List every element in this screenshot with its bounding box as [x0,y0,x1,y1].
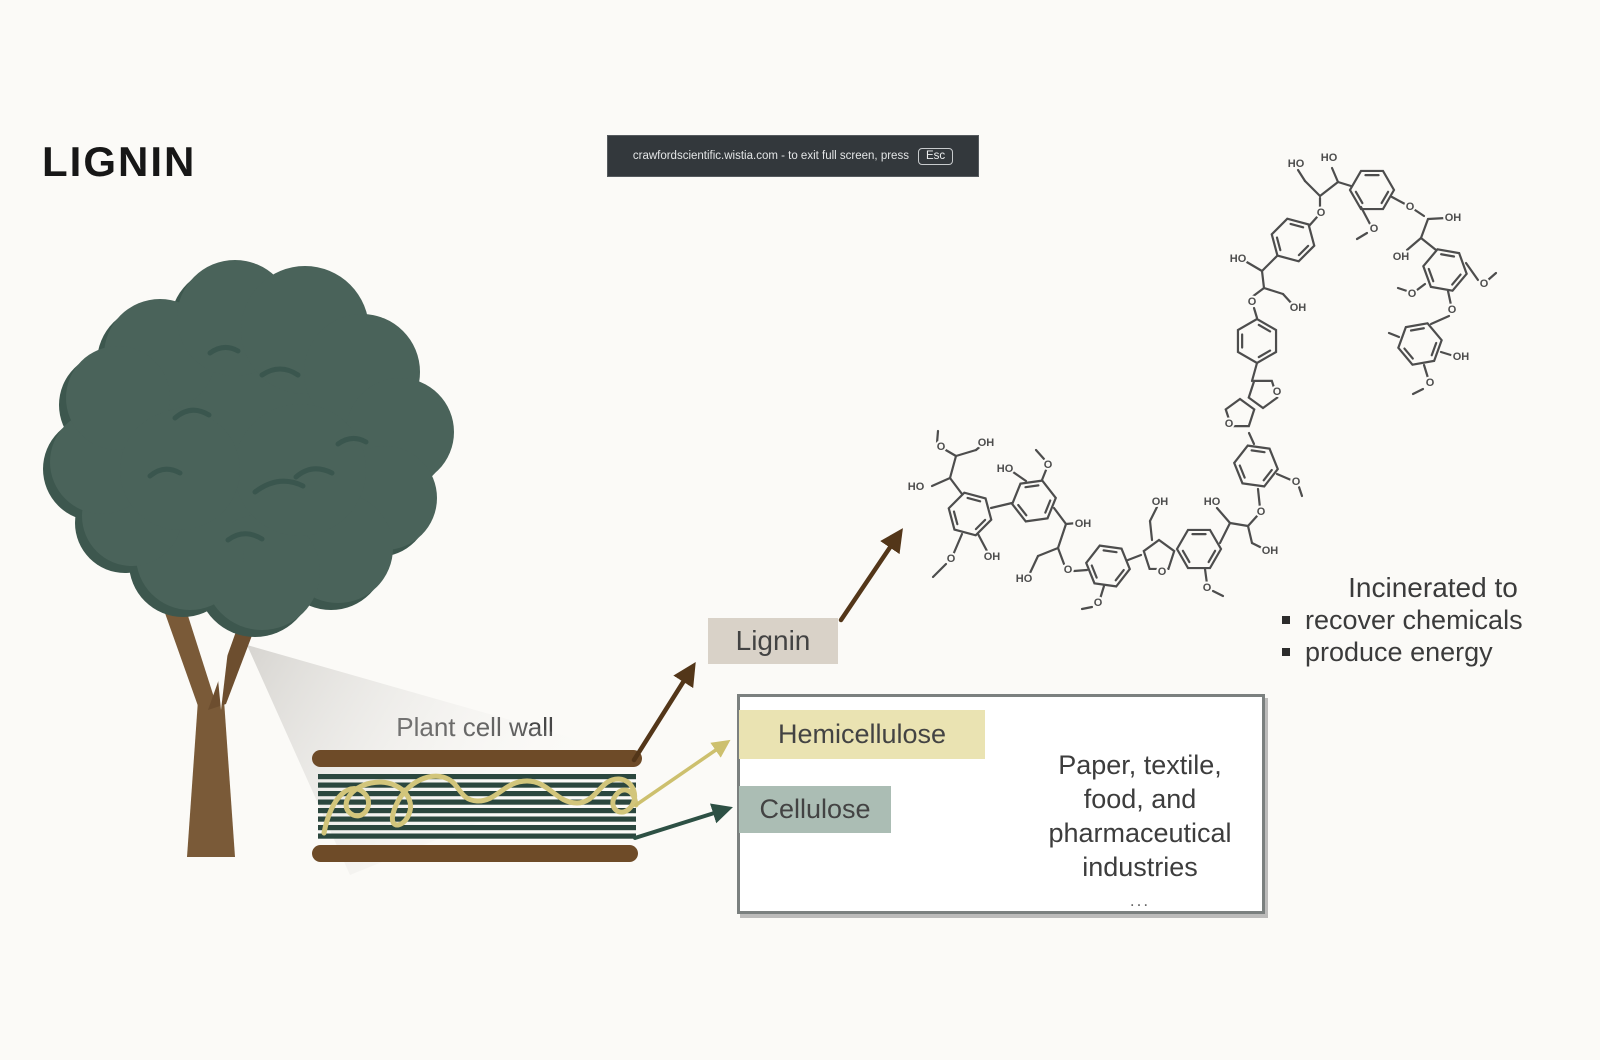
industries-line: Paper, textile, [1058,750,1222,780]
molecule-atom-label: OH [1445,212,1462,224]
tree-foliage-shadow [43,267,447,637]
arrow-wall-to-lignin [631,662,696,763]
molecule-atom-label: HO [997,463,1014,475]
molecule-atom-label: O [1426,377,1435,389]
molecule-atom-label: O [1044,459,1053,471]
esc-key-hint: Esc [917,147,954,165]
industries-text: Paper, textile, food, and pharmaceutical… [1000,748,1280,910]
fullscreen-notice-bar: crawfordscientific.wistia.com - to exit … [607,135,979,177]
molecule-atom-label: O [1225,418,1234,430]
incinerated-bullet-row: produce energy [1262,636,1568,668]
molecule-atom-label: HO [1321,152,1338,164]
industries-line: pharmaceutical [1048,818,1232,848]
arrow-wall-to-hemicellulose [634,739,731,807]
arrow-lignin-to-molecule [838,528,903,623]
plant-cell-wall-label: Plant cell wall [396,712,554,742]
molecule-atom-label: O [1158,566,1167,578]
molecule-atom-label: O [1448,304,1457,316]
arrow-wall-to-cellulose [633,803,733,840]
molecule-atom-label: OH [1290,302,1307,314]
foliage-detail-lines [147,345,369,543]
molecule-atom-label: HO [1016,573,1033,585]
molecule-atom-label: O [1480,278,1489,290]
zoom-cone [247,645,640,875]
molecule-atom-label: O [947,553,956,565]
page-title: LIGNIN [42,138,197,185]
cellulose-stripes [318,774,636,839]
molecule-atom-label: O [1203,582,1212,594]
molecule-atom-label: O [1292,476,1301,488]
molecule-atom-label: O [1406,201,1415,213]
industries-line: food, and [1083,784,1197,814]
molecule-atom-label: O [1370,223,1379,235]
industries-line: industries [1082,852,1198,882]
molecule-atom-label: O [1408,288,1417,300]
molecule-atom-label: O [1248,296,1257,308]
square-bullet-icon [1282,616,1290,624]
molecule-atom-label: O [937,441,946,453]
molecule-atom-label: OH [984,551,1001,563]
molecule-atom-label: OH [1075,518,1092,530]
industries-ellipsis: ... [1129,891,1151,910]
molecule-atom-label: OH [1152,496,1169,508]
molecule-atom-label: O [1273,386,1282,398]
molecule-atom-label: O [1317,207,1326,219]
molecule-atom-label: O [1257,506,1266,518]
tree-foliage [50,260,454,630]
lignin-squiggle [321,773,639,836]
lignin-label: Lignin [708,618,838,664]
incinerated-heading: Incinerated to [1348,572,1518,603]
hemicellulose-label: Hemicellulose [739,710,985,759]
molecule-atom-label: OH [1393,251,1410,263]
incinerated-bullet-text: recover chemicals [1305,605,1523,635]
molecule-atom-label: OH [1262,545,1279,557]
molecule-atom-label: OH [978,437,995,449]
molecule-atom-label: O [1064,564,1073,576]
molecule-atom-label: HO [1288,158,1305,170]
fullscreen-notice-text: crawfordscientific.wistia.com - to exit … [632,150,909,162]
molecule-atom-label: HO [1204,496,1221,508]
tree-illustration [43,260,454,857]
molecule-atom-label: O [1094,597,1103,609]
plant-cell-wall-illustration [312,750,642,862]
incinerated-bullet-row: recover chemicals [1262,604,1568,636]
molecule-atom-label: HO [908,481,925,493]
incinerated-bullet-text: produce energy [1305,637,1493,667]
square-bullet-icon [1282,648,1290,656]
molecule-atom-label: HO [1230,253,1247,265]
incinerated-block: Incinerated to recover chemicals produce… [1262,572,1568,668]
cellulose-label: Cellulose [739,786,891,833]
molecule-atom-label: OH [1453,351,1470,363]
tree-trunk [155,575,270,857]
